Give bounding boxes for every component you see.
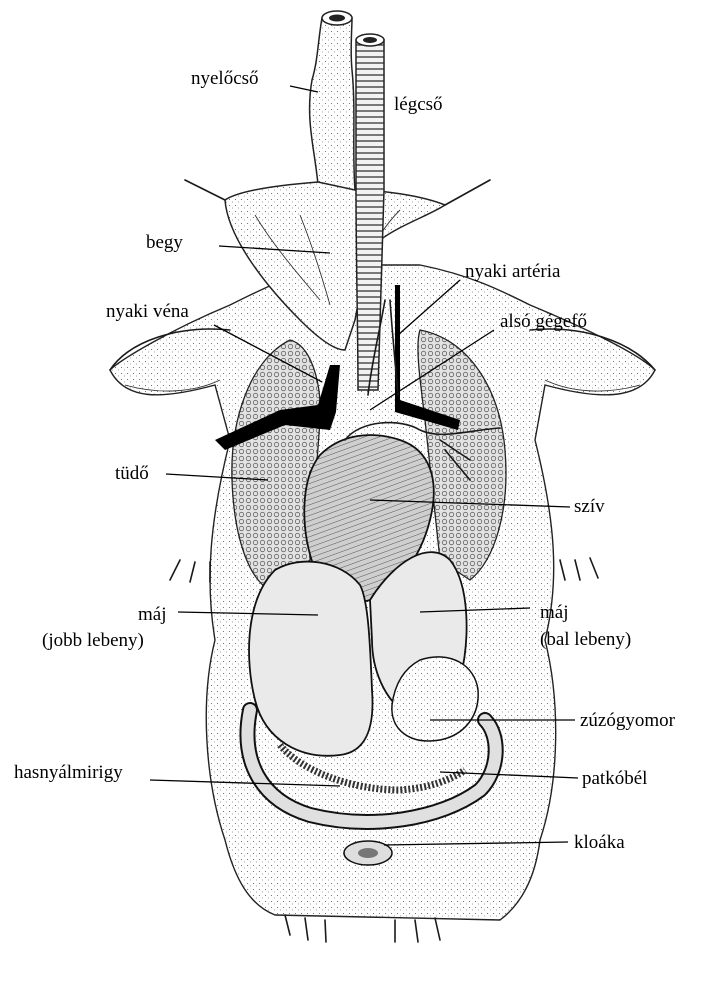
label-patkobel: patkóbél	[582, 768, 647, 789]
label-maj-jobb: máj	[138, 604, 167, 625]
trachea	[356, 34, 384, 390]
label-kloaka: kloáka	[574, 832, 625, 853]
label-also-gegefo: alsó gégefő	[500, 311, 587, 332]
label-nyelocso: nyelőcső	[191, 68, 259, 89]
label-maj-bal-lebeny: (bal lebeny)	[540, 629, 631, 650]
label-nyaki-arteria: nyaki artéria	[465, 261, 561, 282]
label-legcso: légcső	[394, 94, 443, 115]
label-tudo: tüdő	[115, 463, 149, 484]
label-nyaki-vena: nyaki véna	[106, 301, 189, 322]
pelvis	[285, 915, 440, 942]
liver-right-lobe	[249, 562, 372, 756]
esophagus	[310, 11, 355, 190]
label-zuzogyomor: zúzógyomor	[580, 710, 676, 731]
label-maj-jobb-lebeny: (jobb lebeny)	[42, 630, 144, 651]
label-hasnyalmirigy: hasnyálmirigy	[14, 762, 123, 783]
label-sziv: szív	[574, 496, 605, 517]
label-maj-bal: máj	[540, 602, 569, 623]
label-begy: begy	[146, 232, 183, 253]
